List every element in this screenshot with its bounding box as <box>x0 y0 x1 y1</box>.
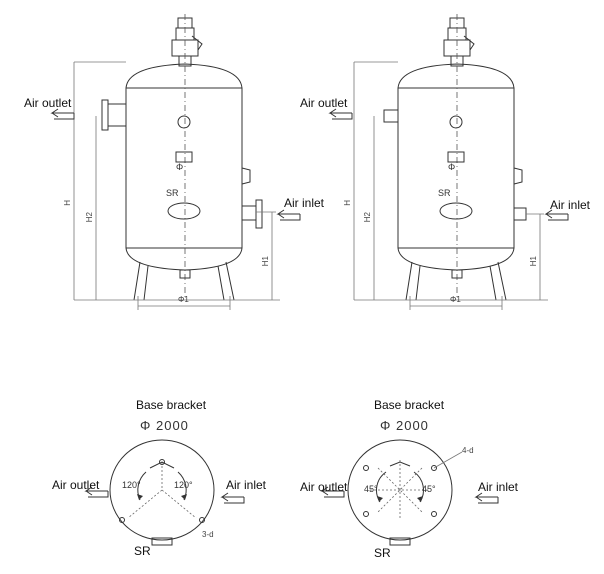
air-outlet-label-tr: Air outlet <box>300 96 348 110</box>
angle-b-label-left: 120° <box>174 480 193 490</box>
sr-nozzle-right <box>389 537 411 546</box>
air-inlet-label-br: Air inlet <box>478 480 519 494</box>
arc-top-left <box>149 461 175 469</box>
inlet-arrow-br <box>474 492 499 504</box>
sr-nozzle-left <box>151 537 173 546</box>
arc-top-right <box>389 461 411 467</box>
outlet-arrow-bl <box>84 486 109 498</box>
bracket-circle-left <box>109 439 215 541</box>
outlet-arrow-left-top <box>50 108 75 120</box>
sr-label-bl: SR <box>134 544 151 558</box>
air-outlet-label-tl: Air outlet <box>24 96 72 110</box>
base-bracket-title-right: Base bracket <box>374 398 445 412</box>
drain-valve-r <box>451 269 463 279</box>
outlet-nozzle-r <box>383 109 399 123</box>
arrowhead-a-right <box>377 496 383 502</box>
phi-label-tr: Φ <box>448 162 456 172</box>
leg-right <box>217 261 235 301</box>
phi-label-tl: Φ <box>176 162 184 172</box>
gauge-fitting-r <box>447 151 465 163</box>
spoke-bl-left <box>127 489 163 519</box>
inlet-arrow-bl <box>220 492 245 504</box>
top-head-r <box>397 63 515 89</box>
hole-top-left <box>159 459 165 465</box>
outlet-arrow-right-top <box>328 108 353 120</box>
arrowhead-a-left <box>137 494 143 500</box>
sr-label-tl: SR <box>166 188 179 198</box>
hole-1-right <box>363 465 369 471</box>
sight-hole <box>177 115 191 129</box>
hole-br-left <box>199 517 205 523</box>
manhole <box>167 202 201 220</box>
outlet-flange <box>101 99 109 131</box>
leg-left <box>133 261 149 301</box>
spoke-br-left <box>161 489 197 519</box>
air-inlet-label-tl: Air inlet <box>284 196 325 210</box>
air-inlet-label-bl: Air inlet <box>226 478 267 492</box>
bracket-circle-right <box>347 439 453 541</box>
valve-lever-r <box>463 35 475 51</box>
top-head <box>125 63 243 89</box>
manhole-r <box>439 202 473 220</box>
sr-label-br: SR <box>374 546 391 560</box>
holes-label-right: 4-d <box>462 446 474 455</box>
inlet-flange <box>255 199 263 229</box>
base-bracket-title-left: Base bracket <box>136 398 207 412</box>
leg-right-r <box>489 261 507 301</box>
side-fitting-r <box>513 167 523 185</box>
gauge-fitting <box>175 151 193 163</box>
diameter-label-right: Φ 2000 <box>380 418 429 433</box>
sight-hole-r <box>449 115 463 129</box>
drain-valve <box>179 269 191 279</box>
hole-bl-left <box>119 517 125 523</box>
phi1-label-tl: Φ1 <box>178 295 189 304</box>
sr-label-tr: SR <box>438 188 451 198</box>
hole-2-right <box>431 465 437 471</box>
phi1-label-tr: Φ1 <box>450 295 461 304</box>
inlet-arrow-right-top <box>544 209 569 221</box>
diameter-label-left: Φ 2000 <box>140 418 189 433</box>
leg-left-r <box>405 261 421 301</box>
inlet-arrow-left-top <box>276 209 301 221</box>
angle-a-label-left: 120° <box>122 480 141 490</box>
arrowhead-b-right <box>417 496 423 502</box>
hole-3-right <box>363 511 369 517</box>
side-fitting <box>241 167 251 185</box>
arrowhead-b-left <box>181 494 187 500</box>
valve-lever <box>191 35 203 51</box>
angle-a-label-right: 45° <box>364 484 378 494</box>
hole-4-right <box>431 511 437 517</box>
angle-b-label-right: 45° <box>422 484 436 494</box>
holes-label-left: 3-d <box>202 530 214 539</box>
air-inlet-label-tr: Air inlet <box>550 198 591 212</box>
air-outlet-label-bl: Air outlet <box>52 478 100 492</box>
outlet-arrow-br <box>320 486 345 498</box>
holes-leader-right <box>433 451 463 469</box>
air-outlet-label-br: Air outlet <box>300 480 348 494</box>
